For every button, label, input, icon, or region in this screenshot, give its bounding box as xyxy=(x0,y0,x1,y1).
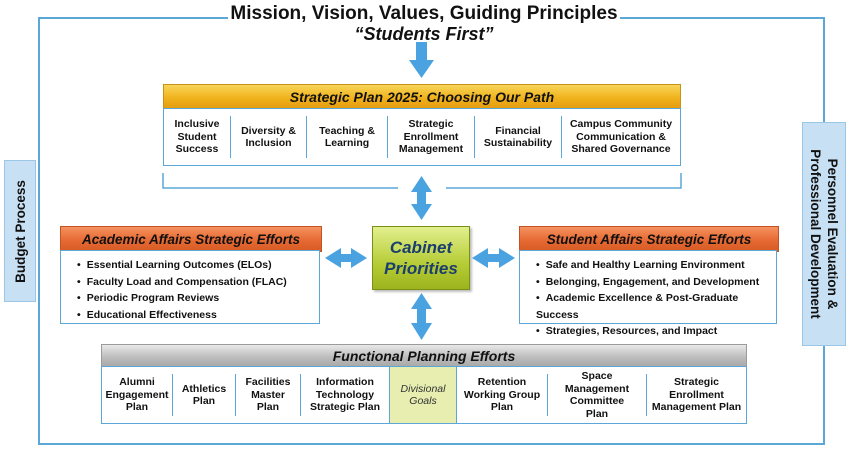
academic-affairs-header: Academic Affairs Strategic Efforts xyxy=(60,226,322,252)
frame-bottom-line xyxy=(38,443,825,445)
cabinet-line2: Priorities xyxy=(384,259,458,278)
list-item: Safe and Healthy Learning Environment xyxy=(536,257,776,274)
fp-separator xyxy=(235,374,236,416)
sp-diversity-inclusion: Diversity &Inclusion xyxy=(241,124,296,150)
sp-separator xyxy=(387,116,388,158)
sp-separator xyxy=(306,116,307,158)
personnel-evaluation-box: Personnel Evaluation & Professional Deve… xyxy=(802,122,846,346)
cabinet-priorities-box: Cabinet Priorities xyxy=(372,226,470,290)
sp-teaching-learning: Teaching &Learning xyxy=(319,124,375,150)
budget-process-box: Budget Process xyxy=(4,160,36,302)
arrow-double-bottom xyxy=(411,293,432,340)
page-subtitle: “Students First” xyxy=(354,24,494,44)
fp-separator xyxy=(646,374,647,416)
strategic-plan-header: Strategic Plan 2025: Choosing Our Path xyxy=(163,84,681,110)
student-affairs-header: Student Affairs Strategic Efforts xyxy=(519,226,779,252)
sp-separator xyxy=(474,116,475,158)
page-title: Mission, Vision, Values, Guiding Princip… xyxy=(230,3,618,24)
arrow-down-mission xyxy=(409,42,434,78)
list-item: Essential Learning Outcomes (ELOs) xyxy=(77,257,319,274)
strategic-plan-bracket xyxy=(162,173,682,189)
sp-separator xyxy=(230,116,231,158)
cabinet-line1: Cabinet xyxy=(389,238,453,257)
list-item: Educational Effectiveness xyxy=(77,307,319,324)
arrow-double-right xyxy=(472,248,515,268)
academic-affairs-box: Essential Learning Outcomes (ELOs) Facul… xyxy=(60,250,320,324)
academic-affairs-list: Essential Learning Outcomes (ELOs) Facul… xyxy=(61,251,319,323)
student-affairs-box: Safe and Healthy Learning Environment Be… xyxy=(519,250,777,337)
list-item: Periodic Program Reviews xyxy=(77,290,319,307)
frame-top-left-line xyxy=(38,17,228,19)
list-item: Strategies, Resources, and Impact xyxy=(536,323,776,340)
fp-separator xyxy=(300,374,301,416)
list-item: Academic Excellence & Post-Graduate Succ… xyxy=(536,290,776,323)
arrow-double-left xyxy=(325,248,367,268)
fp-separator xyxy=(172,374,173,416)
student-affairs-list: Safe and Healthy Learning Environment Be… xyxy=(520,251,776,340)
arrow-double-top xyxy=(411,176,432,220)
fp-separator xyxy=(547,374,548,416)
sp-separator xyxy=(561,116,562,158)
list-item: Faculty Load and Compensation (FLAC) xyxy=(77,274,319,291)
frame-left-line xyxy=(38,17,40,445)
functional-planning-header: Functional Planning Efforts xyxy=(101,344,747,368)
frame-top-right-line xyxy=(620,17,825,19)
list-item: Belonging, Engagement, and Development xyxy=(536,274,776,291)
